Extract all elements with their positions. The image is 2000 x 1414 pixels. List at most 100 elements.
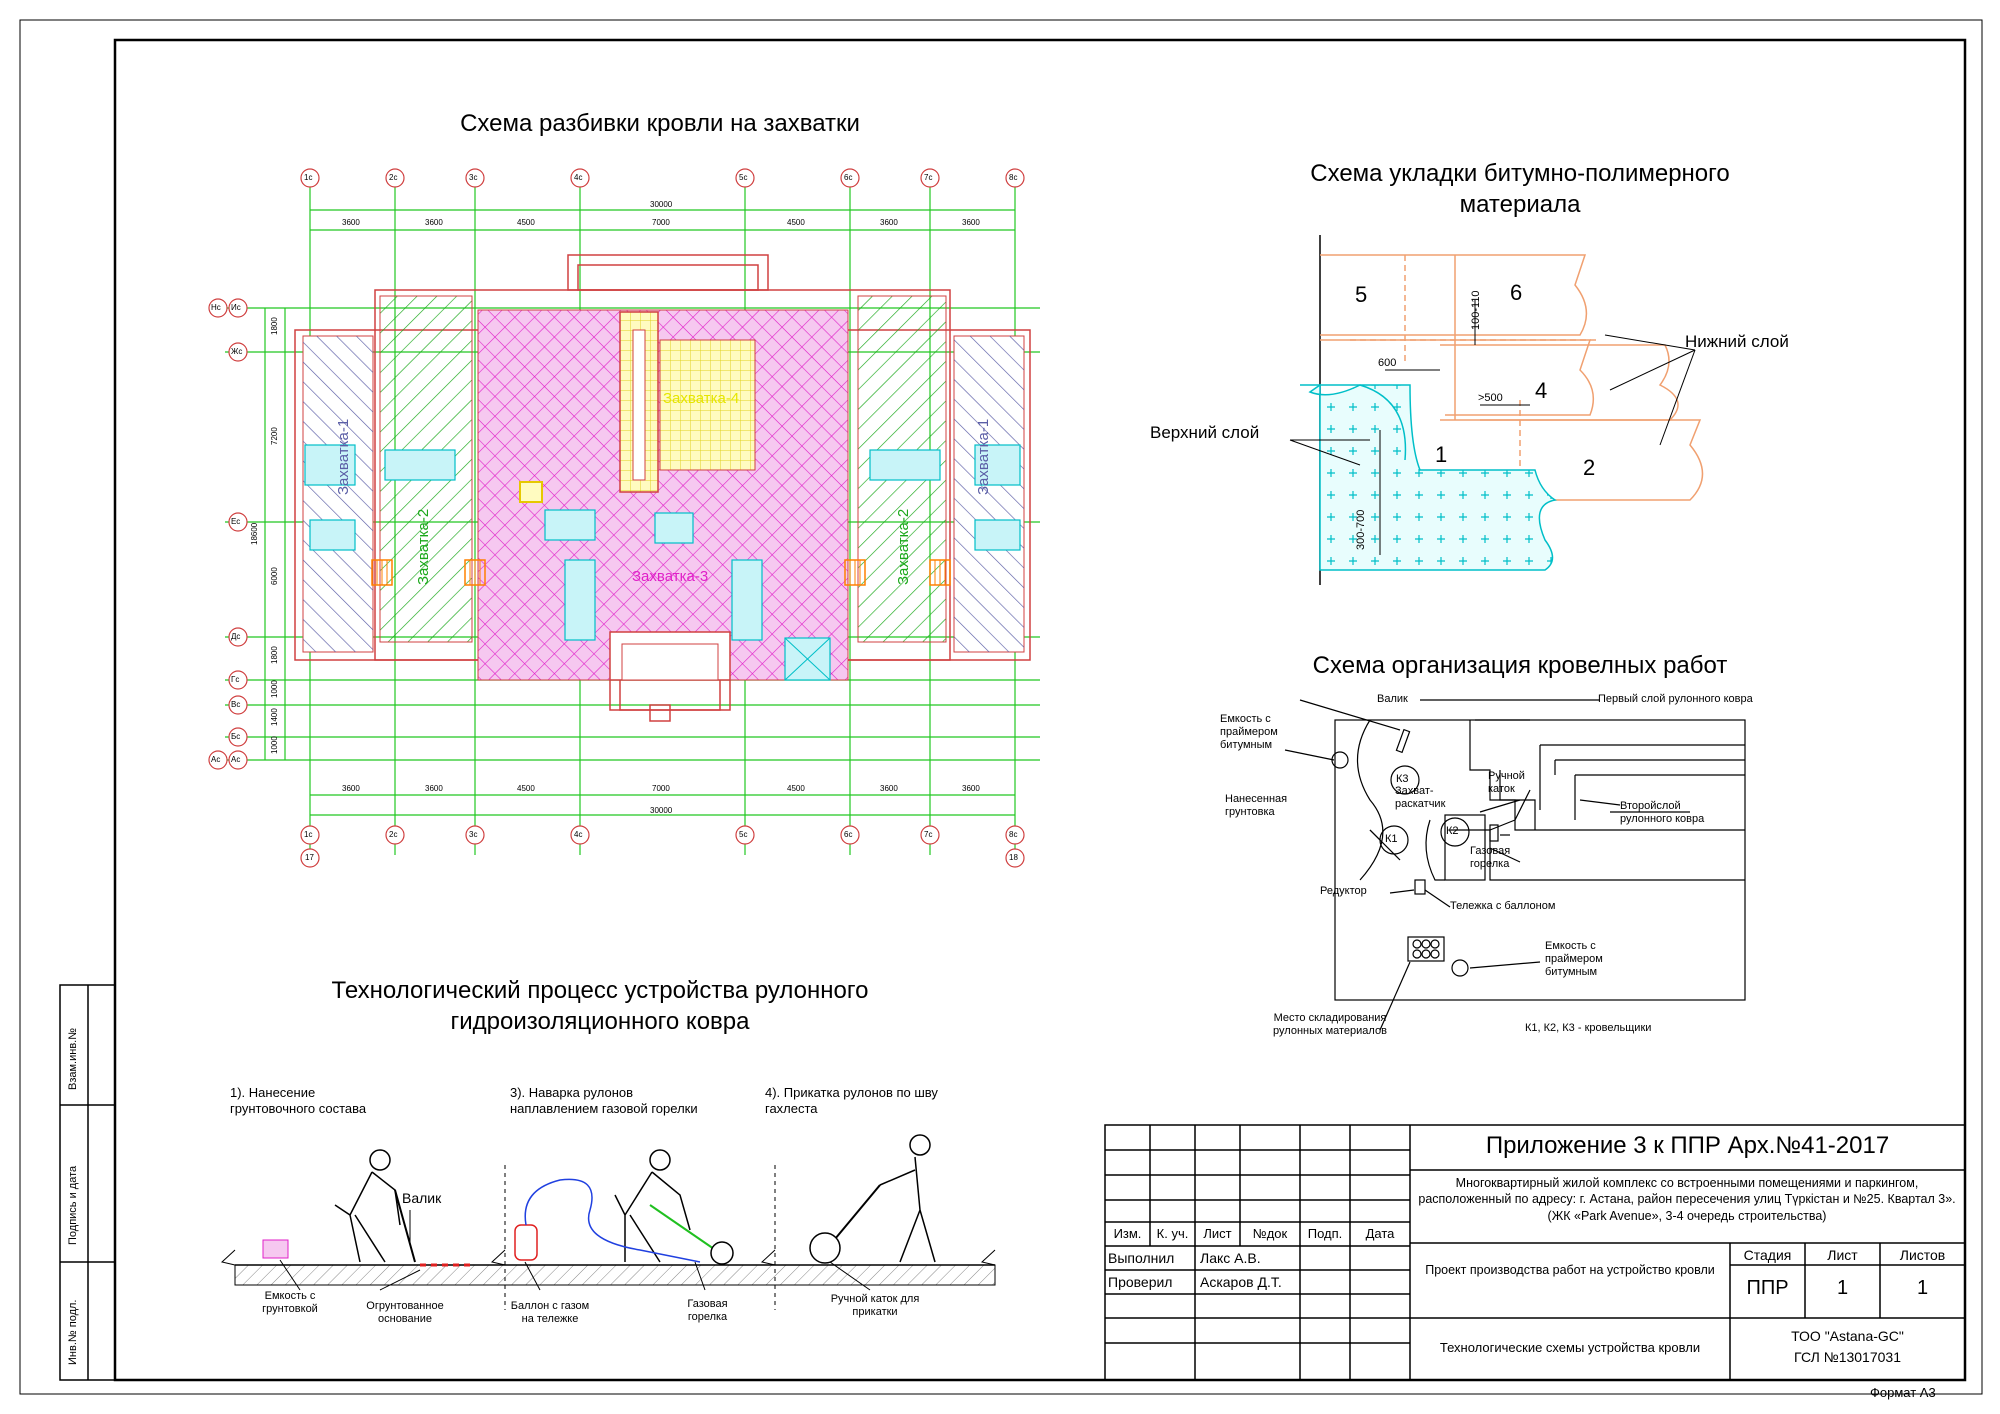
tb-header-2: Лист xyxy=(1203,1226,1232,1241)
step-1-label: 1). Нанесение грунтовочного состава xyxy=(230,1085,367,1116)
step-4-label: 4). Прикатка рулонов по шву гахлеста xyxy=(765,1085,938,1116)
org-roofers-legend: К1, К2, К3 - кровельщики xyxy=(1525,1022,1652,1034)
axis-bottom-6: 7с xyxy=(924,830,933,839)
dim-left-0: 1800 xyxy=(270,317,279,335)
dim-bottom-4: 4500 xyxy=(787,784,805,793)
dim-total-bottom: 30000 xyxy=(650,806,673,815)
org-trolley-label: Тележка с баллоном xyxy=(1450,900,1556,912)
dim-top-0: 3600 xyxy=(342,218,360,227)
dim-left-4: 1000 xyxy=(270,680,279,698)
inner-frame xyxy=(113,38,1967,1382)
org-scheme xyxy=(1284,699,1746,1031)
dim-300-700: 300-700 xyxy=(1355,509,1367,550)
stage-header: Стадия xyxy=(1743,1247,1792,1263)
sheet-number-5: 5 xyxy=(1355,282,1368,307)
process-valik-label: Валик xyxy=(402,1190,442,1206)
axis-side-1: Жс xyxy=(231,347,243,356)
dim-left-2: 6000 xyxy=(270,567,279,585)
laying-title-line1: Схема укладки битумно-полимерного xyxy=(1310,160,1730,187)
axis-bottom-5: 6с xyxy=(844,830,853,839)
laying-scheme xyxy=(1289,235,1704,585)
dim-500: >500 xyxy=(1478,392,1503,404)
appendix-title: Приложение 3 к ППР Арх.№41-2017 xyxy=(1485,1132,1890,1159)
tb-header-4: Подп. xyxy=(1307,1226,1343,1241)
axis-side-extra-bottom: Ас xyxy=(211,755,221,764)
roof-scheme-title: Схема разбивки кровли на захватки xyxy=(460,110,860,137)
org-primer-tank2-label: Емкость с праймером битумным xyxy=(1545,940,1603,979)
org-second-layer-label: Второйслой рулонного ковра xyxy=(1620,800,1705,826)
axis-top-2: 3с xyxy=(469,173,478,182)
axis-side-3: Дс xyxy=(231,632,241,641)
side-stamp xyxy=(59,984,116,1381)
roofer-k1: К1 xyxy=(1385,833,1398,845)
dim-left-5: 1400 xyxy=(270,708,279,726)
org-grip-label: Захват-раскатчик xyxy=(1395,785,1446,811)
axis-side-0: Ис xyxy=(231,303,241,312)
process-title-line1: Технологический процесс устройства рулон… xyxy=(331,977,869,1004)
process-gas-torch-label: Газовая горелка xyxy=(687,1298,728,1324)
dim-600: 600 xyxy=(1378,357,1397,369)
sheet-number-1: 1 xyxy=(1435,442,1448,467)
org-primer-tank-label: Емкость с праймером битумным xyxy=(1220,713,1278,752)
role-executed: Выполнил xyxy=(1108,1250,1175,1266)
drawing-name: Технологические схемы устройства кровли xyxy=(1439,1340,1701,1355)
dim-total-top: 30000 xyxy=(650,200,673,209)
org-applied-primer-label: Нанесенная грунтовка xyxy=(1225,793,1288,819)
sheets-value: 1 xyxy=(1916,1277,1929,1299)
zone-4-label: Захватка-4 xyxy=(663,390,740,407)
step-3-label: 3). Наварка рулонов наплавлением газовой… xyxy=(510,1085,698,1116)
dim-bottom-1: 3600 xyxy=(425,784,443,793)
org-scheme-title: Схема организация кровелных работ xyxy=(1312,652,1728,679)
process-title-line2: гидроизоляционного ковра xyxy=(450,1008,750,1036)
name-executed: Лакс А.В. xyxy=(1200,1250,1261,1266)
zone-2-left-label: Захватка-2 xyxy=(415,508,432,585)
zone-3-label: Захватка-3 xyxy=(632,568,709,585)
axis-bottom-3: 4с xyxy=(574,830,583,839)
axis-top-5: 6с xyxy=(844,173,853,182)
project-description: Многоквартирный жилой комплекс со встрое… xyxy=(1418,1176,1956,1223)
axis-top-6: 7с xyxy=(924,173,933,182)
title-block xyxy=(1104,1124,1966,1381)
zone-2-right-label: Захватка-2 xyxy=(895,508,912,585)
zone-1-right xyxy=(954,336,1024,652)
license-number: ГСЛ №13017031 xyxy=(1794,1349,1901,1365)
laying-scheme-title: Схема укладки битумно-полимерного матери… xyxy=(1240,158,1800,220)
process-primer-tank-label: Емкость с грунтовкой xyxy=(262,1290,318,1316)
zone-1-left-label: Захватка-1 xyxy=(335,418,352,495)
name-checked: Аскаров Д.Т. xyxy=(1200,1274,1282,1290)
org-hand-roller-label: Ручной каток xyxy=(1488,770,1525,796)
axis-side-7: Ас xyxy=(231,755,241,764)
axis-side-extra-top: Нс xyxy=(211,303,221,312)
axis-bottom-4: 5с xyxy=(739,830,748,839)
outer-frame xyxy=(19,19,1983,1395)
axis-top-4: 5с xyxy=(739,173,748,182)
roofer-k3: К3 xyxy=(1396,773,1409,785)
process-primed-base-label: Огрунтованное основание xyxy=(366,1300,444,1326)
axis-top-0: 1с xyxy=(304,173,313,182)
tb-header-0: Изм. xyxy=(1113,1226,1142,1241)
axis-bottom-17: 17 xyxy=(305,853,314,862)
role-checked: Проверил xyxy=(1108,1274,1173,1290)
dim-top-5: 3600 xyxy=(880,218,898,227)
dim-left-1: 7200 xyxy=(270,427,279,445)
dim-bottom-5: 3600 xyxy=(880,784,898,793)
axis-bottom-1: 2с xyxy=(389,830,398,839)
company-name: ТОО "Astana-GC" xyxy=(1791,1328,1904,1344)
dim-top-4: 4500 xyxy=(787,218,805,227)
dim-top-6: 3600 xyxy=(962,218,980,227)
tb-header-1: К. уч. xyxy=(1156,1226,1189,1241)
process-gas-bottle-label: Баллон с газом на тележке xyxy=(510,1300,590,1326)
zone-1-left xyxy=(303,336,373,652)
sheet-number-6: 6 xyxy=(1510,280,1523,305)
tb-header-3: №док xyxy=(1252,1226,1288,1241)
project-name: Проект производства работ на устройство … xyxy=(1425,1263,1715,1277)
sheet-number-2: 2 xyxy=(1583,455,1596,480)
sheet-value: 1 xyxy=(1836,1277,1849,1299)
dim-left-3: 1800 xyxy=(270,646,279,664)
zone-1-right-label: Захватка-1 xyxy=(975,418,992,495)
dim-100-110: 100-110 xyxy=(1470,290,1482,330)
axis-side-4: Гс xyxy=(231,675,240,684)
org-gas-torch-label: Газовая горелка xyxy=(1470,845,1511,871)
dim-left-6: 1000 xyxy=(270,736,279,754)
dim-top-2: 4500 xyxy=(517,218,535,227)
